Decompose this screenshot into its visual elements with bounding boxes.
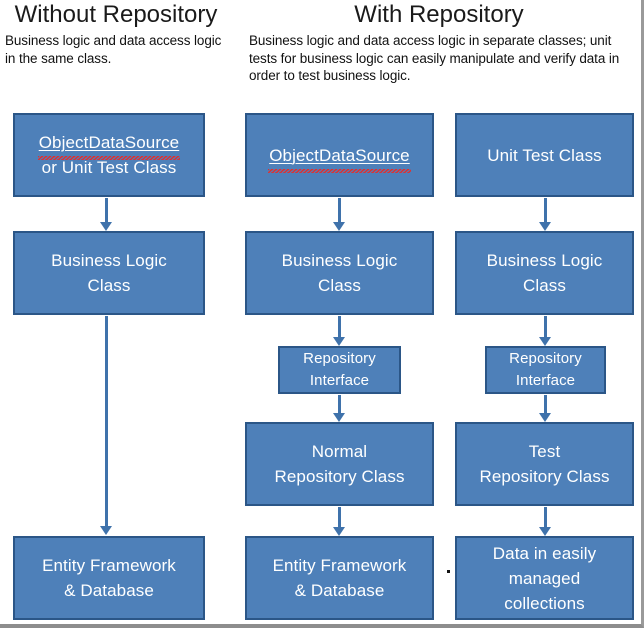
- arrow-shaft: [338, 395, 341, 414]
- node-label: Business Logic Class: [463, 248, 626, 298]
- node-line2: Repository Class: [274, 467, 405, 486]
- node-line1: Business Logic: [281, 251, 398, 270]
- node-line2: Interface: [515, 372, 576, 389]
- node-line1: Normal: [311, 442, 368, 461]
- node-line1: Entity Framework: [42, 556, 176, 575]
- arrow-shaft: [338, 198, 341, 223]
- node-line2: Class: [317, 276, 361, 295]
- node-mid-entity-framework[interactable]: Entity Framework & Database: [245, 536, 434, 620]
- node-line1: Entity Framework: [272, 556, 407, 575]
- arrow-shaft: [338, 316, 341, 338]
- node-mid-objectdatasource[interactable]: ObjectDataSource: [245, 113, 434, 197]
- node-label: Test Repository Class: [463, 439, 626, 489]
- left-column-subtitle: Business logic and data access logic in …: [5, 33, 222, 66]
- node-line1: Unit Test Class: [487, 145, 602, 165]
- node-right-business-logic[interactable]: Business Logic Class: [455, 231, 634, 315]
- arrow-head: [539, 527, 551, 536]
- node-line2: & Database: [294, 581, 385, 600]
- node-label: ObjectDataSource or Unit Test Class: [21, 130, 197, 180]
- node-line2: managed: [508, 568, 581, 588]
- node-right-unit-test-class[interactable]: Unit Test Class: [455, 113, 634, 197]
- node-right-data-collections[interactable]: Data in easily managed collections: [455, 536, 634, 620]
- node-line2: Class: [522, 276, 566, 295]
- arrow-head: [539, 222, 551, 231]
- stray-period: [447, 570, 450, 573]
- node-left-objectdatasource[interactable]: ObjectDataSource or Unit Test Class: [13, 113, 205, 197]
- node-line1: Data in easily: [492, 543, 597, 563]
- node-line1: Business Logic: [51, 251, 167, 270]
- node-left-entity-framework[interactable]: Entity Framework & Database: [13, 536, 205, 620]
- node-label: Unit Test Class: [463, 143, 626, 168]
- arrow-head: [539, 337, 551, 346]
- node-label: Business Logic Class: [21, 248, 197, 298]
- node-line2: & Database: [64, 581, 154, 600]
- arrow-head: [100, 222, 112, 231]
- node-mid-repository-interface[interactable]: Repository Interface: [278, 346, 401, 394]
- node-line3: collections: [504, 593, 585, 613]
- arrow-head: [100, 526, 112, 535]
- node-right-test-repository[interactable]: Test Repository Class: [455, 422, 634, 506]
- node-label: Data in easily managed collections: [463, 541, 626, 616]
- arrow-head: [333, 413, 345, 422]
- node-label: Normal Repository Class: [253, 439, 426, 489]
- node-line1: Repository: [303, 350, 376, 367]
- arrow-head: [333, 527, 345, 536]
- arrow-shaft: [105, 198, 108, 223]
- node-line1: Business Logic: [486, 251, 603, 270]
- node-line1: Test: [528, 442, 561, 461]
- node-right-repository-interface[interactable]: Repository Interface: [485, 346, 606, 394]
- node-label: Repository Interface: [493, 348, 598, 392]
- misspelled-word: ObjectDataSource: [268, 143, 411, 173]
- arrow-head: [333, 222, 345, 231]
- node-left-business-logic[interactable]: Business Logic Class: [13, 231, 205, 315]
- node-mid-normal-repository[interactable]: Normal Repository Class: [245, 422, 434, 506]
- misspelled-word: ObjectDataSource: [37, 130, 180, 160]
- node-line2: Repository Class: [479, 467, 610, 486]
- arrow-shaft: [544, 507, 547, 528]
- arrow-shaft: [544, 316, 547, 338]
- left-column-title: Without Repository: [14, 1, 218, 28]
- right-column-subtitle: Business logic and data access logic in …: [249, 33, 620, 83]
- node-line2: Class: [87, 276, 131, 295]
- node-label: ObjectDataSource: [253, 143, 426, 173]
- arrow-head: [539, 413, 551, 422]
- node-line1: Repository: [509, 350, 582, 367]
- node-line2: or Unit Test Class: [41, 158, 177, 177]
- arrow-head: [333, 337, 345, 346]
- node-line2: Interface: [309, 372, 370, 389]
- arrow-shaft: [544, 395, 547, 414]
- node-label: Repository Interface: [286, 348, 393, 392]
- arrow-shaft: [544, 198, 547, 223]
- node-label: Entity Framework & Database: [21, 553, 197, 603]
- arrow-shaft: [338, 507, 341, 528]
- arrow-shaft: [105, 316, 108, 527]
- node-mid-business-logic[interactable]: Business Logic Class: [245, 231, 434, 315]
- right-column-title: With Repository: [354, 1, 524, 28]
- node-label: Business Logic Class: [253, 248, 426, 298]
- node-label: Entity Framework & Database: [253, 553, 426, 603]
